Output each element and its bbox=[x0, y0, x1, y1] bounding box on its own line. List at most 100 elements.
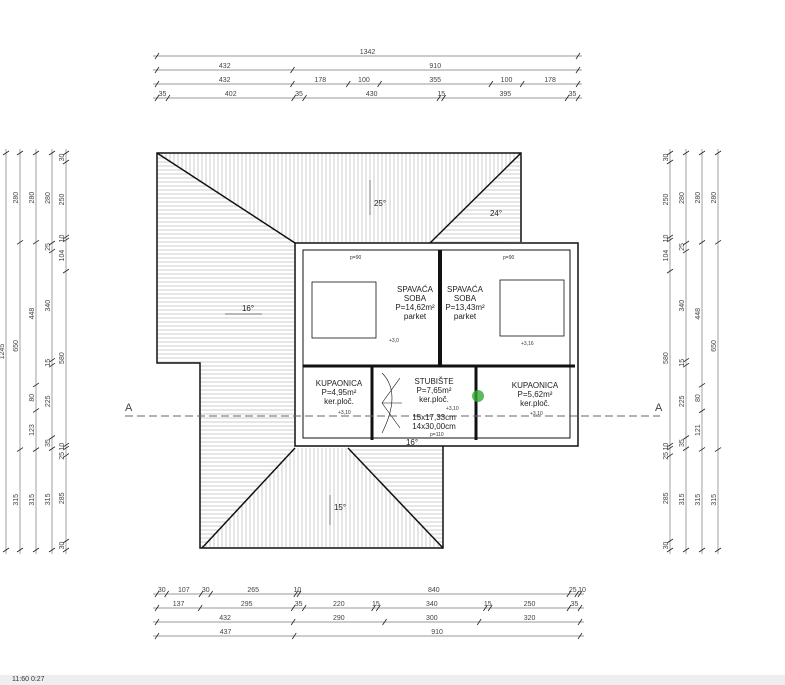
window-label: p=90 bbox=[503, 255, 514, 261]
dimension-tick bbox=[48, 248, 56, 254]
dimension-tick bbox=[154, 52, 160, 60]
roof-bottom bbox=[202, 448, 443, 548]
slope-bottom-right: 16° bbox=[406, 438, 418, 447]
dimension-tick bbox=[575, 66, 581, 74]
dimension-tick bbox=[154, 604, 160, 612]
status-bar: 11:60 0:27 bbox=[0, 675, 785, 685]
room-bedroom-2: SPAVAĆA SOBA P=13,43m² parket +3,16 p=90 bbox=[445, 255, 534, 347]
dimension-label: 25 bbox=[45, 243, 52, 251]
dimension-tick bbox=[666, 237, 674, 243]
dimension-label: 30 bbox=[663, 542, 670, 550]
dimension-tick bbox=[371, 604, 376, 612]
dimension-tick bbox=[375, 604, 381, 612]
dimension-label: 315 bbox=[29, 494, 36, 506]
dimension-tick bbox=[714, 239, 722, 245]
room-floor: ker.ploč. bbox=[419, 395, 449, 404]
room-area: P=7,65m² bbox=[417, 386, 452, 395]
section-marker-left: A bbox=[125, 402, 133, 414]
dimension-label: 121 bbox=[695, 424, 702, 436]
dimension-tick bbox=[154, 80, 160, 88]
dimension-tick bbox=[566, 604, 572, 612]
room-area: P=13,43m² bbox=[445, 303, 485, 312]
dimension-tick bbox=[575, 52, 581, 60]
dimension-tick bbox=[666, 268, 674, 274]
dimension-label: 315 bbox=[679, 493, 686, 505]
dimension-tick bbox=[16, 239, 24, 245]
room-bathroom-1: KUPAONICA P=4,95m² ker.ploč. +3,10 bbox=[316, 379, 363, 416]
dimension-label: 30 bbox=[158, 587, 166, 594]
dimension-label: 100 bbox=[358, 77, 370, 84]
dimension-tick bbox=[208, 590, 213, 598]
dimension-label: 295 bbox=[241, 601, 253, 608]
dimension-tick bbox=[698, 447, 706, 452]
dimension-label: 580 bbox=[663, 352, 670, 364]
dimension-label: 395 bbox=[499, 91, 511, 98]
dimension-tick bbox=[436, 94, 442, 102]
dimension-tick bbox=[382, 618, 387, 626]
dimension-label: 430 bbox=[366, 91, 378, 98]
dimension-tick bbox=[698, 240, 706, 245]
roof-hip bbox=[156, 152, 296, 244]
dimension-tick bbox=[290, 604, 296, 612]
dimension-tick bbox=[154, 618, 160, 626]
dimension-tick bbox=[577, 632, 583, 640]
dimension-tick bbox=[682, 240, 690, 246]
dimension-label: 432 bbox=[219, 63, 231, 70]
dimension-label: 250 bbox=[663, 194, 670, 206]
dimension-tick bbox=[164, 590, 169, 598]
dimension-tick bbox=[293, 590, 299, 598]
dimension-label: 30 bbox=[663, 154, 670, 162]
room-bathroom-2: KUPAONICA P=5,62m² ker.ploč. +3,10 bbox=[512, 381, 559, 417]
dimension-label: 25 bbox=[663, 452, 670, 460]
section-marker-right: A bbox=[655, 402, 663, 414]
bed-icon bbox=[311, 281, 377, 339]
dimension-label: 280 bbox=[711, 192, 718, 204]
dimension-tick bbox=[48, 435, 56, 440]
slope-labels: 25° 24° 16° 16° 15° bbox=[225, 180, 502, 525]
dimension-tick bbox=[682, 358, 690, 363]
dimension-tick bbox=[62, 442, 70, 448]
dimension-label: 137 bbox=[173, 601, 185, 608]
dimension-label: 104 bbox=[59, 250, 66, 262]
dimension-label: 15 bbox=[679, 359, 686, 367]
walls bbox=[294, 242, 579, 447]
roof-outline bbox=[156, 152, 522, 549]
dimension-label: 280 bbox=[13, 192, 20, 204]
dimension-label: 340 bbox=[679, 300, 686, 312]
dimension-label: 35 bbox=[679, 439, 686, 447]
dimension-label: 1245 bbox=[0, 344, 6, 360]
dimension-tick bbox=[291, 632, 297, 640]
dimension-tick bbox=[2, 150, 10, 156]
dimension-tick bbox=[16, 447, 24, 452]
dimension-label: 100 bbox=[501, 77, 513, 84]
dimension-tick bbox=[488, 80, 494, 88]
dimension-label: 840 bbox=[428, 587, 440, 594]
dimension-label: 355 bbox=[429, 77, 441, 84]
room-name: KUPAONICA bbox=[316, 379, 363, 388]
dimension-label: 35 bbox=[571, 601, 579, 608]
dimension-label: 432 bbox=[219, 77, 231, 84]
dimension-label: 315 bbox=[711, 494, 718, 506]
dimension-label: 25 bbox=[59, 452, 66, 460]
dimension-label: 30 bbox=[59, 154, 66, 162]
dimension-tick bbox=[154, 590, 160, 598]
dimension-tick bbox=[487, 604, 493, 612]
dimension-tick bbox=[564, 94, 570, 102]
room-floor: parket bbox=[404, 312, 427, 321]
dimension-label: 25 bbox=[679, 243, 686, 251]
dimension-label: 15 bbox=[45, 359, 52, 367]
dimension-label: 178 bbox=[314, 77, 326, 84]
dimension-label: 280 bbox=[29, 192, 36, 204]
dimension-label: 250 bbox=[59, 194, 66, 206]
dimension-label: 107 bbox=[178, 587, 190, 594]
room-floor: parket bbox=[454, 312, 477, 321]
room-name: STUBIŠTE bbox=[414, 377, 453, 386]
room-floor: ker.ploč. bbox=[520, 399, 550, 408]
level-mark: +3,10 bbox=[338, 410, 351, 416]
dimension-tick bbox=[296, 590, 302, 598]
dimension-label: 315 bbox=[45, 493, 52, 505]
dimension-tick bbox=[666, 538, 674, 544]
dimension-label: 580 bbox=[59, 352, 66, 364]
